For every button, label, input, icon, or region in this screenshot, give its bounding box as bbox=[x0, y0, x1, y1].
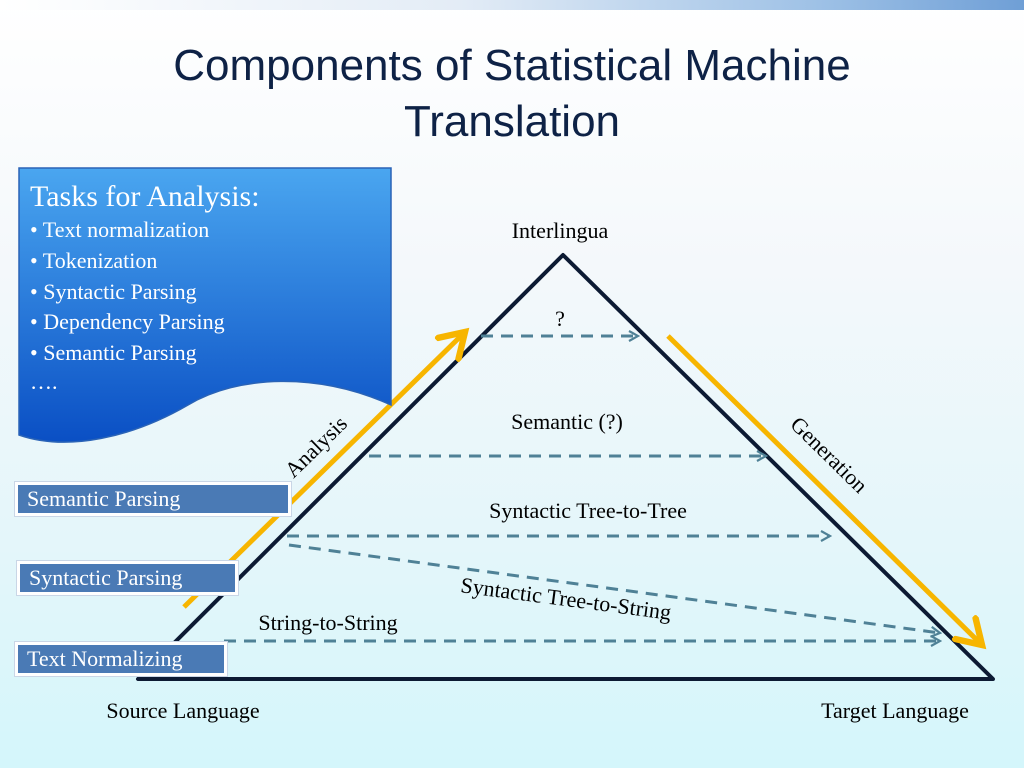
tasks-ellipsis: …. bbox=[30, 368, 58, 394]
task-item-dependency-parsing: • Dependency Parsing bbox=[30, 309, 225, 335]
syntactic-parsing-level-label: Syntactic Parsing bbox=[17, 561, 238, 595]
tasks-for-analysis-panel: Tasks for Analysis: • Text normalization… bbox=[18, 167, 392, 447]
slide-title: Components of Statistical Machine Transl… bbox=[0, 38, 1024, 150]
interlingua-level-label: ? bbox=[555, 306, 565, 331]
tasks-list: • Text normalization • Tokenization • Sy… bbox=[30, 215, 385, 369]
tasks-panel-content: Tasks for Analysis: • Text normalization… bbox=[30, 179, 385, 395]
generation-arrow bbox=[666, 334, 982, 645]
source-language-label: Source Language bbox=[106, 698, 259, 723]
tree-to-string-label: Syntactic Tree-to-String bbox=[459, 572, 672, 624]
interlingua-label: Interlingua bbox=[512, 218, 609, 243]
task-item-tokenization: • Tokenization bbox=[30, 247, 158, 273]
tree-to-tree-label: Syntactic Tree-to-Tree bbox=[489, 498, 687, 523]
semantic-parsing-level-label: Semantic Parsing bbox=[15, 482, 291, 516]
task-item-syntactic-parsing: • Syntactic Parsing bbox=[30, 278, 197, 304]
panel-wave-shape bbox=[18, 167, 392, 443]
tree-to-string-arrow bbox=[288, 543, 940, 633]
string-to-string-label: String-to-String bbox=[258, 610, 397, 635]
slide-title-line-1: Components of Statistical Machine bbox=[173, 41, 851, 90]
task-item-text-normalization: • Text normalization bbox=[30, 217, 210, 242]
tasks-heading: Tasks for Analysis: bbox=[30, 180, 260, 213]
slide-title-line-2: Translation bbox=[403, 97, 621, 146]
semantic-level-label: Semantic (?) bbox=[511, 409, 623, 434]
text-normalizing-level-label: Text Normalizing bbox=[15, 642, 227, 676]
target-language-label: Target Language bbox=[821, 698, 969, 723]
pyramid-triangle bbox=[136, 253, 995, 681]
top-accent-bar bbox=[0, 0, 1024, 10]
task-item-semantic-parsing: • Semantic Parsing bbox=[30, 340, 197, 366]
